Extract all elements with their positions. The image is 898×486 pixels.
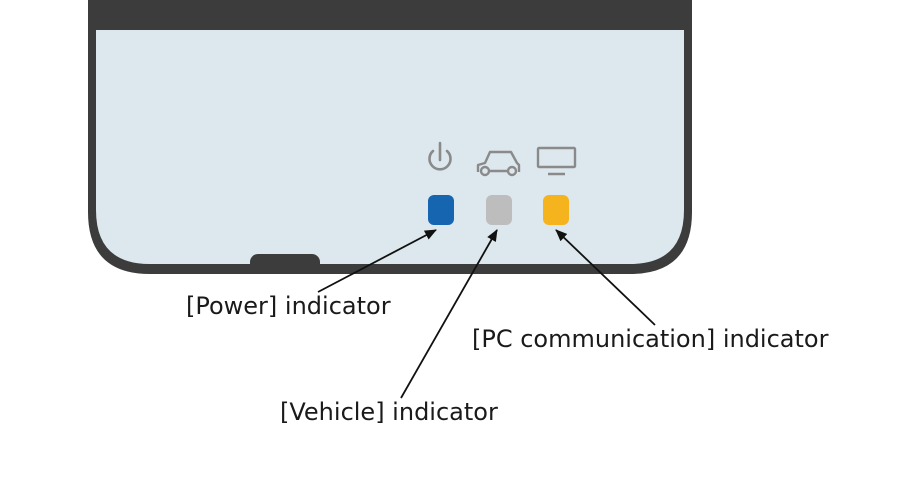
pc-leader-line bbox=[555, 229, 656, 326]
monitor-icon bbox=[536, 146, 577, 176]
vehicle-indicator-led bbox=[486, 195, 512, 225]
pc-communication-indicator-label: [PC communication] indicator bbox=[472, 325, 829, 353]
power-leader-line bbox=[317, 229, 437, 293]
power-indicator-led bbox=[428, 195, 454, 225]
vehicle-leader-line bbox=[400, 229, 498, 399]
device-front-panel bbox=[96, 30, 684, 264]
power-icon bbox=[428, 141, 452, 171]
power-indicator-label: [Power] indicator bbox=[186, 292, 391, 320]
vehicle-indicator-label: [Vehicle] indicator bbox=[280, 398, 498, 426]
device-bottom-tab bbox=[250, 254, 320, 274]
pc-indicator-led bbox=[543, 195, 569, 225]
car-icon bbox=[476, 150, 521, 177]
